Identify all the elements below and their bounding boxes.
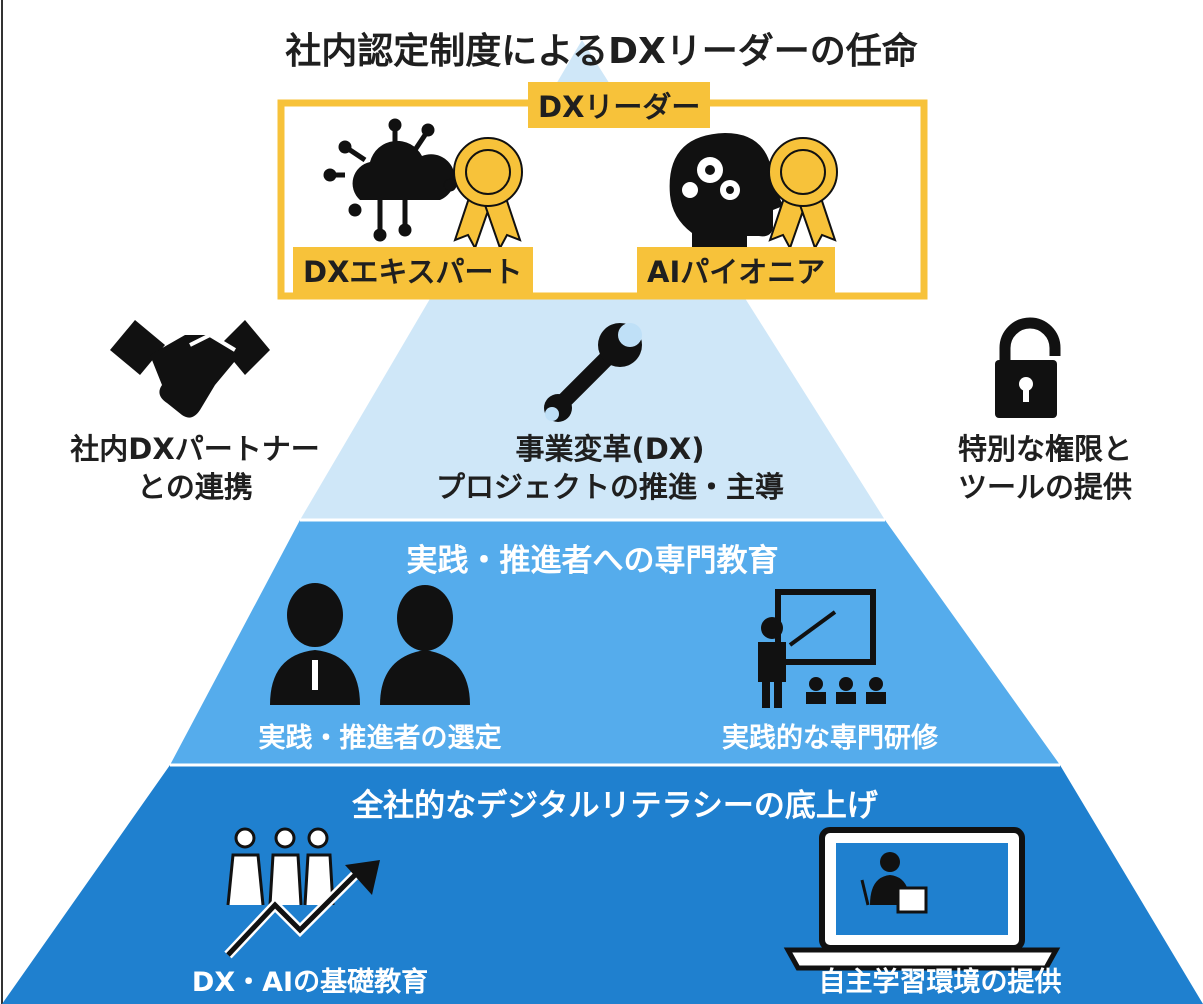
project-line2: プロジェクトの推進・主導 (435, 470, 784, 504)
dx-expert-label: DXエキスパート (293, 247, 533, 293)
self-learning-caption: 自主学習環境の提供 (818, 967, 1062, 998)
partner-line2: との連携 (137, 470, 253, 504)
literacy-heading: 全社的なデジタルリテラシーの底上げ (352, 788, 878, 824)
authority-line2: ツールの提供 (957, 470, 1132, 504)
diagram-title: 社内認定制度によるDXリーダーの任命 (285, 31, 918, 72)
award-ribbon-icon-1 (453, 137, 523, 251)
project-line1: 事業変革(DX) (515, 432, 705, 466)
teacher-presentation-icon (758, 589, 886, 708)
unlock-icon (995, 317, 1061, 418)
partner-line1: 社内DXパートナー (70, 432, 320, 466)
growth-people-icon (224, 827, 380, 959)
laptop-elearning-icon (783, 827, 1061, 971)
basic-education-caption: DX・AIの基礎教育 (191, 967, 429, 998)
wrench-icon (544, 323, 642, 422)
cloud-network-icon (323, 118, 457, 242)
authority-line1: 特別な権限と (957, 432, 1132, 466)
head-gears-icon (669, 133, 783, 258)
training-caption: 実践的な専門研修 (722, 723, 938, 754)
specialist-education-heading: 実践・推進者への専門教育 (406, 543, 779, 579)
handshake-icon (110, 320, 270, 418)
business-people-icon (270, 583, 470, 705)
award-ribbon-icon-2 (768, 137, 838, 251)
ai-pioneer-label: AIパイオニア (637, 247, 836, 293)
selection-caption: 実践・推進者の選定 (258, 723, 502, 754)
dx-leader-label: DXリーダー (528, 82, 711, 128)
